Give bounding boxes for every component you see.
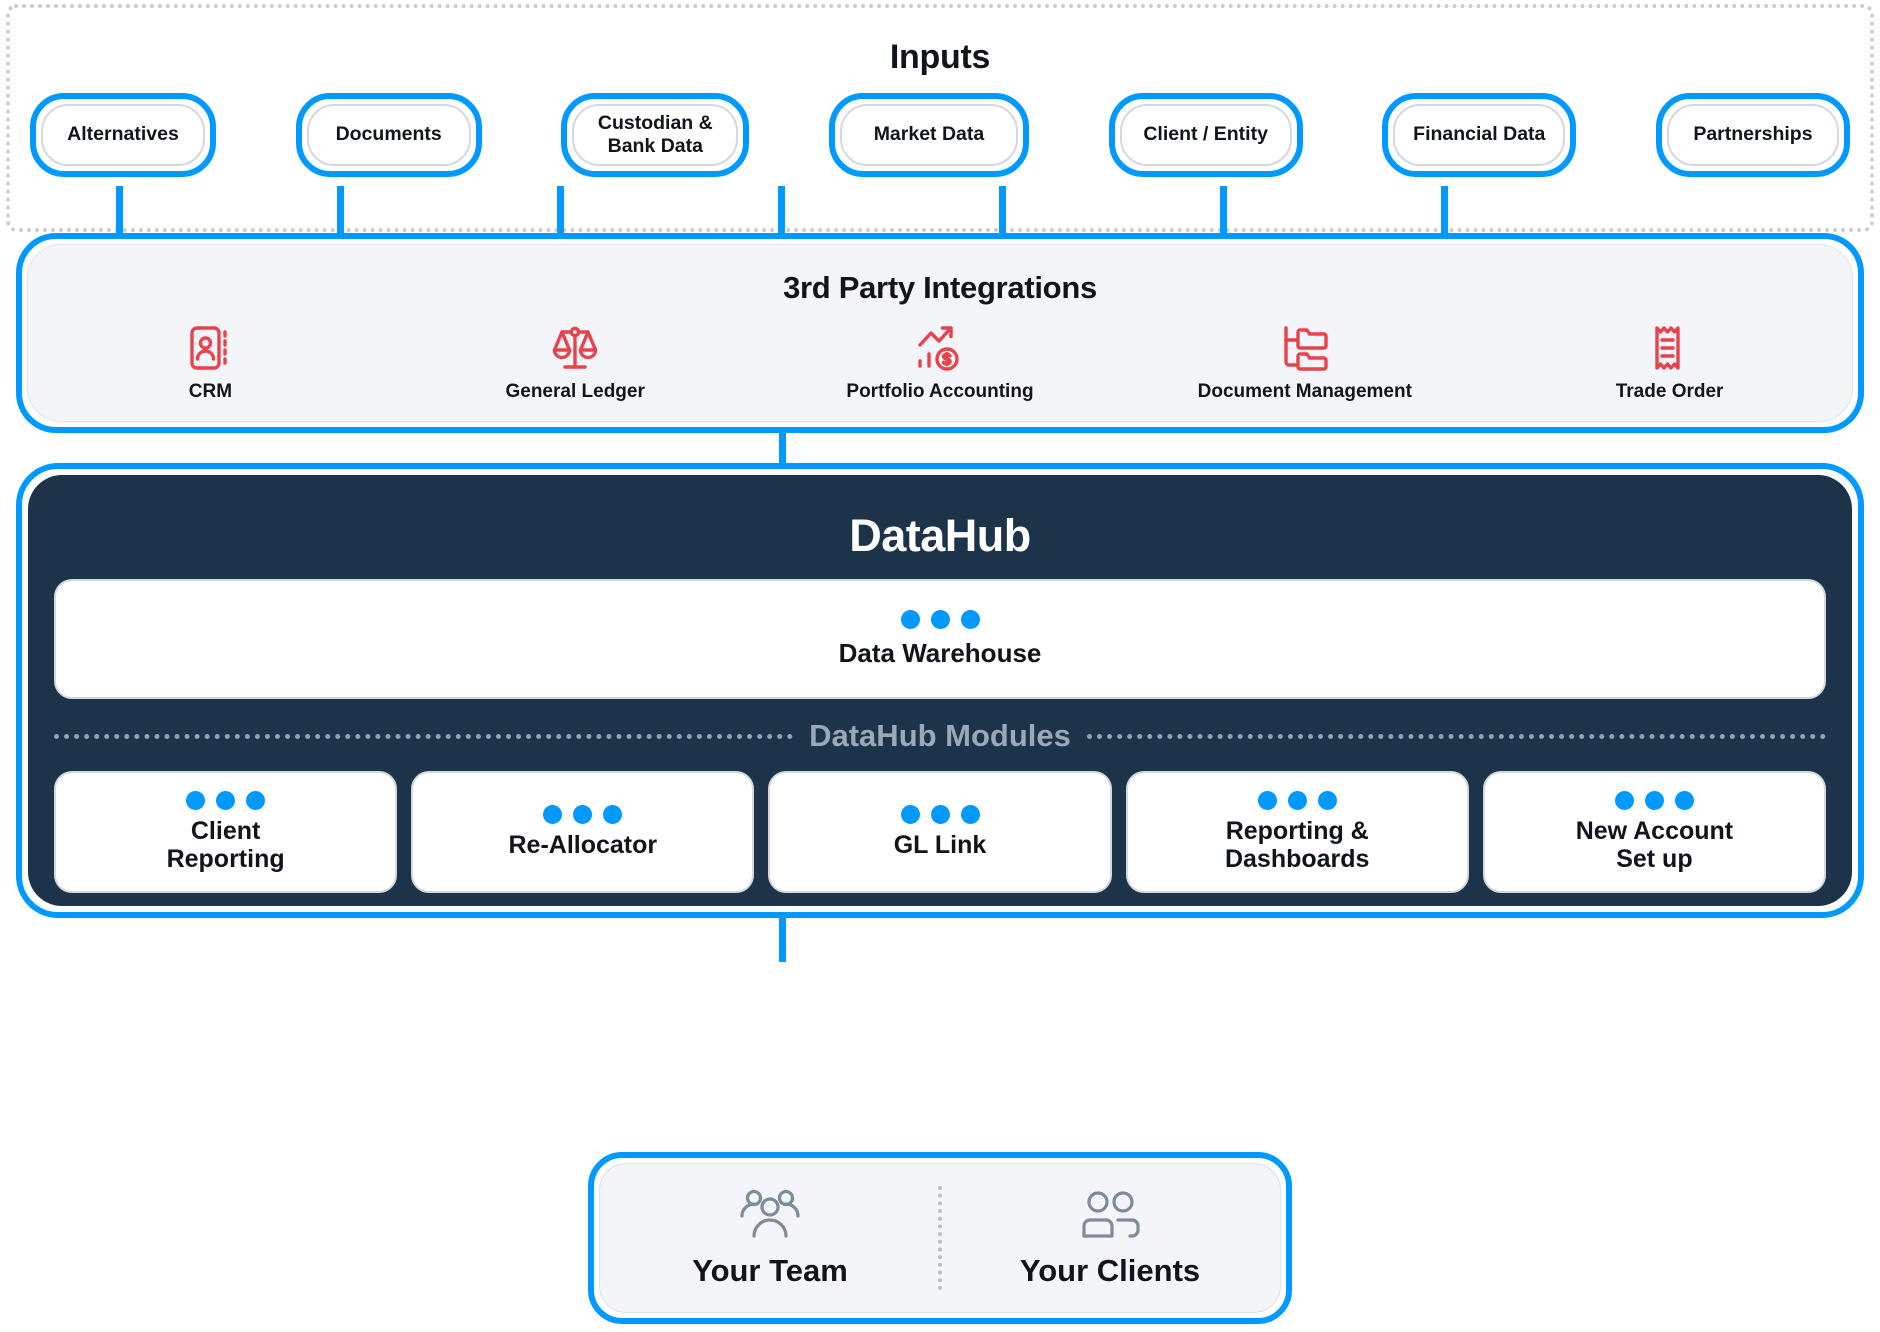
integration-item-crm[interactable]: CRM <box>80 323 340 403</box>
audience-panel: Your Team Your Clients <box>599 1163 1281 1313</box>
module-card-new-account-set-up[interactable]: New Account Set up <box>1482 771 1827 893</box>
receipt-icon <box>1650 323 1690 373</box>
datahub-panel: DataHub Data Warehouse DataHub Modules C… <box>28 475 1852 906</box>
connector-line-documents <box>337 186 344 244</box>
input-pill-financial-data[interactable]: Financial Data <box>1382 93 1577 177</box>
three-dots-icon <box>900 805 980 824</box>
dotted-line-left <box>54 733 794 739</box>
three-people-icon <box>735 1188 805 1249</box>
integration-label: Portfolio Accounting <box>846 381 1034 402</box>
connector-line-alternatives <box>116 186 123 244</box>
audience-label: Your Clients <box>1019 1252 1201 1288</box>
datahub-modules-title: DataHub Modules <box>809 718 1071 753</box>
dotted-line-right <box>1086 733 1827 739</box>
input-pill-label: Market Data <box>839 104 1018 166</box>
integration-label: General Ledger <box>505 381 645 402</box>
module-label: Reporting & Dashboards <box>1224 817 1370 873</box>
module-card-gl-link[interactable]: GL Link <box>768 771 1112 893</box>
two-people-icon <box>1075 1188 1145 1249</box>
input-pill-label: Documents <box>306 104 471 166</box>
input-pill-label: Alternatives <box>41 104 205 166</box>
connector-line-datahub-to-audience <box>779 910 786 962</box>
module-card-re-allocator[interactable]: Re-Allocator <box>411 771 755 893</box>
audience-item-your-team[interactable]: Your Team <box>600 1188 940 1289</box>
data-warehouse-card[interactable]: Data Warehouse <box>54 579 1826 699</box>
three-dots-icon <box>900 609 980 629</box>
integrations-row: CRM <box>28 323 1852 403</box>
module-label: Re-Allocator <box>508 831 658 859</box>
datahub-modules-divider: DataHub Modules <box>54 718 1827 754</box>
integrations-title: 3rd Party Integrations <box>783 270 1097 305</box>
connector-line-client-entity <box>999 186 1006 244</box>
three-dots-icon <box>186 791 266 810</box>
input-pill-custodian-bank-data[interactable]: Custodian & Bank Data <box>561 93 750 177</box>
input-pill-label: Client / Entity <box>1119 104 1292 166</box>
connector-line-integrations-to-datahub <box>779 424 786 474</box>
input-pill-alternatives[interactable]: Alternatives <box>30 93 216 177</box>
audience-label: Your Team <box>692 1252 848 1288</box>
integration-label: Trade Order <box>1615 381 1724 402</box>
datahub-title: DataHub <box>849 510 1031 561</box>
module-card-reporting-dashboards[interactable]: Reporting & Dashboards <box>1125 771 1469 893</box>
module-card-client-reporting[interactable]: Client Reporting <box>54 771 398 893</box>
input-pill-market-data[interactable]: Market Data <box>828 93 1029 177</box>
three-dots-icon <box>1257 791 1337 810</box>
module-label: GL Link <box>893 831 987 859</box>
integration-label: CRM <box>188 381 233 402</box>
input-pill-label: Custodian & Bank Data <box>572 104 739 166</box>
module-label: New Account Set up <box>1575 817 1734 873</box>
datahub-modules-row: Client Reporting Re-Allocator GL Link Re… <box>54 771 1827 893</box>
contact-card-icon <box>187 323 233 373</box>
folder-tree-icon <box>1278 323 1332 373</box>
integration-item-trade-order[interactable]: Trade Order <box>1540 323 1800 403</box>
input-pill-client-entity[interactable]: Client / Entity <box>1108 93 1303 177</box>
audience-divider <box>938 1186 942 1290</box>
audience-section: Your Team Your Clients <box>588 1152 1292 1324</box>
input-pill-label: Partnerships <box>1666 104 1839 166</box>
three-dots-icon <box>543 805 623 824</box>
audience-item-your-clients[interactable]: Your Clients <box>940 1188 1280 1289</box>
integration-item-general-ledger[interactable]: General Ledger <box>445 323 705 403</box>
growth-chart-dollar-icon <box>914 323 966 373</box>
balance-scale-icon <box>549 323 601 373</box>
three-dots-icon <box>1614 791 1694 810</box>
integration-item-portfolio-accounting[interactable]: Portfolio Accounting <box>810 323 1070 403</box>
input-pill-partnerships[interactable]: Partnerships <box>1655 93 1850 177</box>
inputs-row: Alternatives Documents Custodian & Bank … <box>0 93 1880 177</box>
integration-label: Document Management <box>1197 381 1412 402</box>
connector-line-market-data <box>778 186 785 244</box>
connector-line-financial <box>1220 186 1227 244</box>
input-pill-label: Financial Data <box>1393 104 1566 166</box>
data-warehouse-label: Data Warehouse <box>838 637 1042 668</box>
input-pill-documents[interactable]: Documents <box>295 93 482 177</box>
module-label: Client Reporting <box>166 817 285 873</box>
integration-item-document-management[interactable]: Document Management <box>1175 323 1435 403</box>
datahub-section: DataHub Data Warehouse DataHub Modules C… <box>16 463 1864 918</box>
integrations-section: 3rd Party Integrations CRM <box>16 233 1864 433</box>
connector-line-custodian <box>557 186 564 244</box>
integrations-panel: 3rd Party Integrations CRM <box>27 244 1853 422</box>
inputs-title: Inputs <box>889 38 991 76</box>
connector-line-partnerships <box>1441 186 1448 244</box>
